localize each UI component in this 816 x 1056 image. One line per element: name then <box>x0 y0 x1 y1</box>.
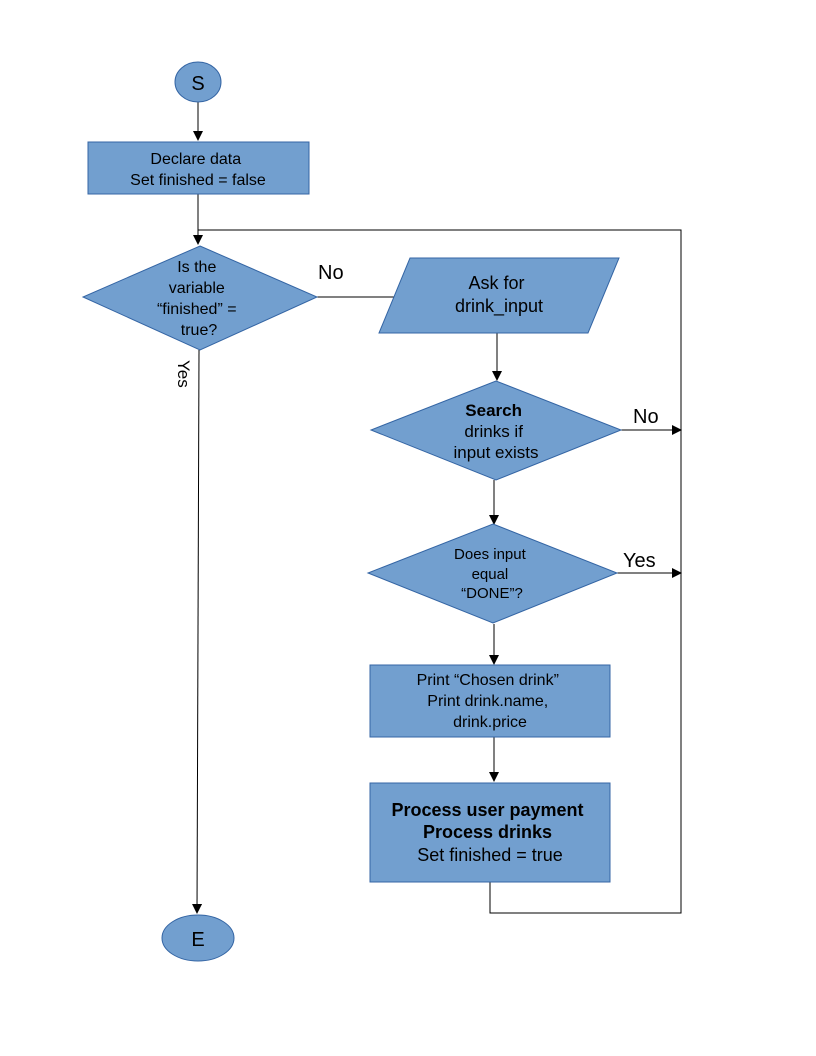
finished-decision: Is the variable “finished” = true? <box>81 245 319 351</box>
end-ellipse <box>161 914 235 962</box>
ask-input: Ask for drink_input <box>378 257 620 334</box>
print-line-2: Print drink.name, <box>427 693 548 710</box>
done-diamond <box>366 523 619 624</box>
end-label: E <box>191 929 204 951</box>
done-line-2: equal <box>472 566 509 583</box>
connectors <box>192 102 682 914</box>
print-text: Print “Chosen drink” Print drink.name, d… <box>417 672 564 731</box>
finished-line-4: true? <box>181 322 218 339</box>
finished-diamond <box>81 245 319 351</box>
declare-line-2: Set finished = false <box>130 172 266 189</box>
label-finished-no: No <box>318 262 344 284</box>
label-search-no: No <box>633 406 659 428</box>
done-line-1: Does input <box>454 546 527 563</box>
payment-box <box>369 782 611 883</box>
print-process: Print “Chosen drink” Print drink.name, d… <box>369 664 611 738</box>
done-text: Does input equal “DONE”? <box>454 546 530 602</box>
payment-line-1: Process user payment <box>391 800 583 820</box>
declare-line-1: Declare data <box>150 151 241 168</box>
print-line-1: Print “Chosen drink” <box>417 672 559 689</box>
label-done-yes: Yes <box>623 550 656 572</box>
connector-loop-back <box>198 229 682 914</box>
search-text: Search drinks if input exists <box>453 401 538 462</box>
search-diamond <box>369 380 623 481</box>
start-label: S <box>191 73 204 95</box>
finished-line-1: Is the <box>177 259 216 276</box>
finished-line-3: “finished” = <box>157 301 237 318</box>
search-line-3: input exists <box>453 443 538 462</box>
finished-text: Is the variable “finished” = true? <box>157 259 241 339</box>
payment-text: Process user payment Process drinks Set … <box>391 800 588 865</box>
search-decision: Search drinks if input exists <box>369 380 623 481</box>
declare-box <box>87 141 310 195</box>
declare-process: Declare data Set finished = false <box>87 141 310 195</box>
end-node: E <box>161 914 235 962</box>
payment-line-3: Set finished = true <box>417 845 563 865</box>
search-line-2: drinks if <box>464 422 523 441</box>
label-finished-yes: Yes <box>174 360 193 388</box>
ask-text: Ask for drink_input <box>455 273 543 317</box>
payment-line-2: Process drinks <box>423 822 552 842</box>
ask-parallelogram <box>378 257 620 334</box>
ask-line-2: drink_input <box>455 296 543 317</box>
print-line-3: drink.price <box>453 714 527 731</box>
finished-line-2: variable <box>169 280 225 297</box>
start-node: S <box>174 61 222 103</box>
print-box <box>369 664 611 738</box>
payment-process: Process user payment Process drinks Set … <box>369 782 611 883</box>
done-line-3: “DONE”? <box>461 585 523 602</box>
ask-line-1: Ask for <box>468 273 524 293</box>
done-decision: Does input equal “DONE”? <box>366 523 619 624</box>
search-line-1: Search <box>465 401 522 420</box>
connector-decision-yes-to-end <box>192 349 203 914</box>
start-ellipse <box>174 61 222 103</box>
declare-text: Declare data Set finished = false <box>130 151 266 189</box>
